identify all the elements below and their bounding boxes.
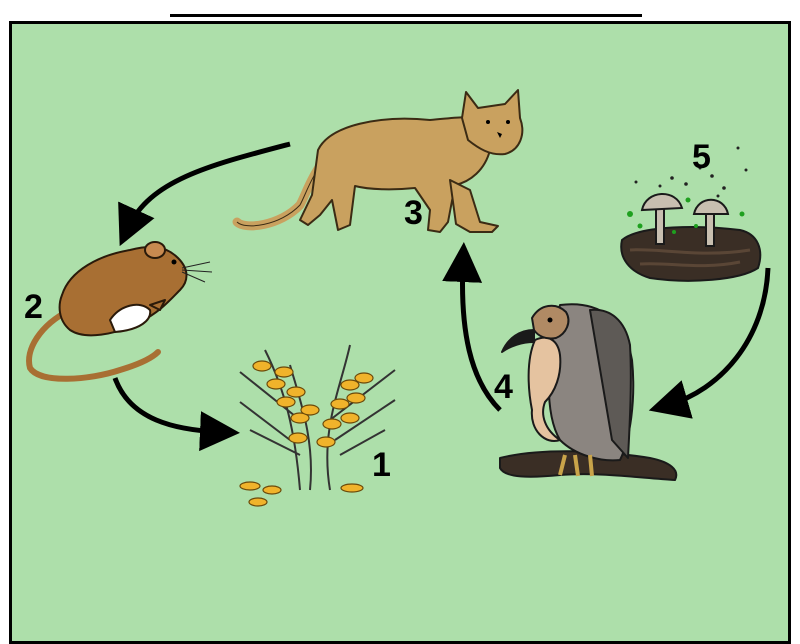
arrow-cat-to-mouse xyxy=(128,144,290,228)
organism-number-3: 3 xyxy=(404,196,423,230)
mushroom-decomposer-icon xyxy=(621,147,760,281)
organism-number-4: 4 xyxy=(494,370,513,404)
organism-number-1: 1 xyxy=(372,448,391,482)
arrow-mouse-to-grain xyxy=(115,378,220,432)
mountain-lion-icon xyxy=(237,90,522,232)
vulture-icon xyxy=(500,304,676,480)
mouse-icon xyxy=(29,242,212,379)
organism-number-5: 5 xyxy=(692,140,711,174)
organism-number-2: 2 xyxy=(24,290,43,324)
arrow-decomposer-to-vulture xyxy=(668,268,768,405)
